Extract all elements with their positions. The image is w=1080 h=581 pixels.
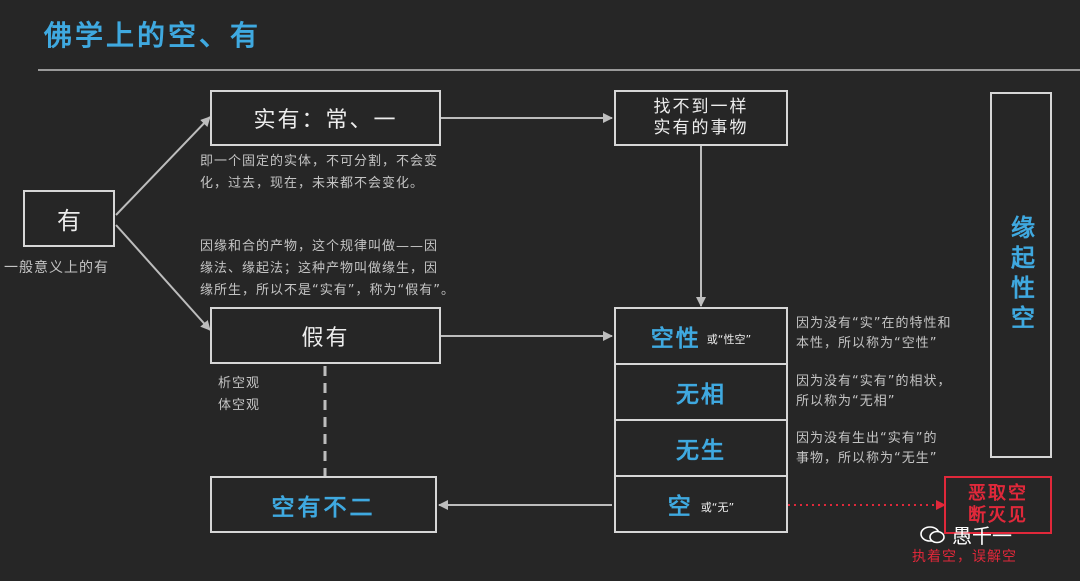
page-title: 佛学上的空、有 xyxy=(44,19,262,52)
shiyou-label: 实有：常、一 xyxy=(253,108,398,133)
wuxiang-explain: 因为没有“实有”的相状， 所以称为“无相” xyxy=(796,372,951,412)
wrong-line: 恶取空 xyxy=(968,483,1028,504)
wuxiang-box: 无相 xyxy=(614,363,788,421)
kongxing-box: 空性 或“性空” xyxy=(614,307,788,365)
jiayou-side: 析空观 体空观 xyxy=(218,373,260,417)
wechat-icon xyxy=(920,525,946,545)
wrong-view-box: 恶取空 断灭见 xyxy=(944,476,1052,534)
shiyou-box: 实有：常、一 xyxy=(210,90,441,146)
arrow-you-to-jiayou xyxy=(115,224,211,331)
jiayou-desc-line: 缘所生，所以不是“实有”，称为“假有”。 xyxy=(200,283,455,298)
notfound-line: 实有的事物 xyxy=(653,118,749,138)
shiyou-desc: 即一个固定的实体，不可分割，不会变 化，过去，现在，未来都不会变化。 xyxy=(200,151,438,195)
wusheng-explain: 因为没有生出“实有”的 事物，所以称为“无生” xyxy=(796,429,937,469)
you-label: 有 xyxy=(57,207,81,235)
watermark: 愚千一 xyxy=(920,520,1012,549)
kong-label: 空 xyxy=(667,494,691,520)
wuxiang-label: 无相 xyxy=(676,382,726,408)
explain-line: 本性，所以称为“空性” xyxy=(796,336,938,351)
jiayou-desc-line: 因缘和合的产物，这个规律叫做——因 xyxy=(200,239,439,254)
kongxing-label: 空性 xyxy=(650,326,701,352)
you-caption: 一般意义上的有 xyxy=(4,260,109,276)
yuanqi-box: 缘起性空 xyxy=(990,92,1052,458)
kong-box: 空 或“无” xyxy=(614,475,788,533)
explain-line: 因为没有生出“实有”的 xyxy=(796,431,938,446)
jiayou-desc: 因缘和合的产物，这个规律叫做——因 缘法、缘起法；这种产物叫做缘生，因 缘所生，… xyxy=(200,236,455,302)
kongxing-explain: 因为没有“实”在的特性和 本性，所以称为“空性” xyxy=(796,314,951,354)
dotted-arrowhead xyxy=(936,500,946,510)
wusheng-label: 无生 xyxy=(676,438,726,464)
kong-alt: 或“无” xyxy=(700,501,735,514)
jiayou-desc-line: 缘法、缘起法；这种产物叫做缘生，因 xyxy=(200,261,439,276)
wrong-line: 断灭见 xyxy=(968,505,1028,526)
notfound-box: 找不到一样 实有的事物 xyxy=(614,90,788,146)
explain-line: 所以称为“无相” xyxy=(796,394,896,409)
wusheng-box: 无生 xyxy=(614,419,788,477)
jiayou-label: 假有 xyxy=(301,325,350,351)
yuanqi-label: 缘起性空 xyxy=(1006,215,1035,335)
explain-line: 因为没有“实有”的相状， xyxy=(796,374,952,389)
arrow-you-to-shiyou xyxy=(115,116,211,216)
notfound-line: 找不到一样 xyxy=(653,97,749,117)
kongyou-box: 空有不二 xyxy=(210,476,437,533)
kongyou-label: 空有不二 xyxy=(271,494,376,521)
explain-line: 事物，所以称为“无生” xyxy=(796,451,938,466)
shiyou-desc-line: 化，过去，现在，未来都不会变化。 xyxy=(200,176,425,191)
kongxing-alt: 或“性空” xyxy=(706,333,752,346)
you-box: 有 xyxy=(23,190,115,247)
shiyou-desc-line: 即一个固定的实体，不可分割，不会变 xyxy=(200,154,439,169)
watermark-name: 愚千一 xyxy=(952,524,1012,548)
explain-line: 因为没有“实”在的特性和 xyxy=(796,316,952,331)
jiayou-side-line: 析空观 xyxy=(218,376,261,391)
title-divider xyxy=(38,69,1080,71)
jiayou-box: 假有 xyxy=(210,307,441,364)
jiayou-side-line: 体空观 xyxy=(218,398,261,413)
wrong-caption: 执着空，误解空 xyxy=(912,549,1017,565)
